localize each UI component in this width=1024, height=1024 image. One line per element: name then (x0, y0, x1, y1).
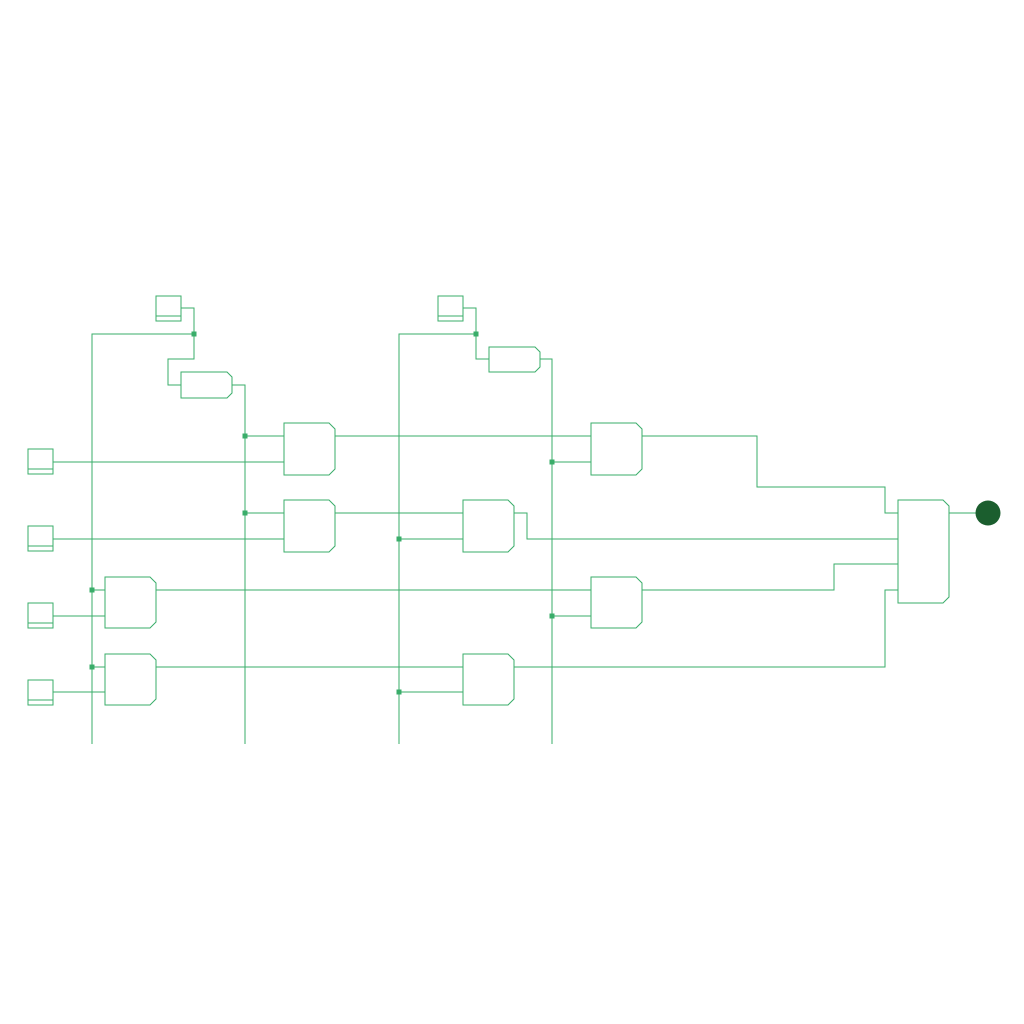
wire-g5-or (642, 435, 898, 514)
junction-dot (473, 331, 479, 337)
junction-dot (89, 587, 95, 593)
and-gate-8[interactable] (462, 653, 515, 706)
and-gate-4[interactable] (104, 653, 157, 706)
input-pin-d3[interactable] (27, 679, 54, 706)
junctions (89, 331, 555, 695)
wire-g7-or (642, 563, 898, 591)
and-gate-3[interactable] (104, 576, 157, 629)
wires (53, 307, 976, 744)
input-pin-select-a[interactable] (155, 295, 182, 322)
and-gate-7[interactable] (590, 576, 643, 629)
junction-dot (191, 331, 197, 337)
wire-b-to-not2 (475, 334, 489, 360)
and-gates (104, 422, 643, 706)
not-gate-b[interactable] (488, 346, 541, 373)
output-pin-led[interactable] (975, 500, 1001, 526)
not-gates (180, 346, 541, 399)
wire-bus-not-b (540, 358, 553, 744)
input-pins (27, 295, 464, 706)
wire-g8-or (514, 589, 898, 668)
input-pin-d0[interactable] (27, 448, 54, 475)
input-pin-d1[interactable] (27, 525, 54, 552)
or-gate[interactable] (897, 499, 950, 604)
wire-a-to-not1 (167, 334, 195, 386)
junction-dot (549, 613, 555, 619)
and-gate-1[interactable] (283, 422, 336, 476)
junction-dot (242, 510, 248, 516)
junction-dot (242, 433, 248, 439)
junction-dot (396, 689, 402, 695)
and-gate-5[interactable] (590, 422, 643, 476)
junction-dot (396, 536, 402, 542)
and-gate-6[interactable] (462, 499, 515, 553)
and-gate-2[interactable] (283, 499, 336, 553)
wire-g6-or (514, 512, 898, 540)
not-gate-a[interactable] (180, 371, 233, 399)
input-pin-d2[interactable] (27, 602, 54, 629)
input-pin-select-b[interactable] (437, 295, 464, 322)
wire-bus-not-a (232, 384, 246, 744)
junction-dot (549, 459, 555, 465)
junction-dot (89, 664, 95, 670)
